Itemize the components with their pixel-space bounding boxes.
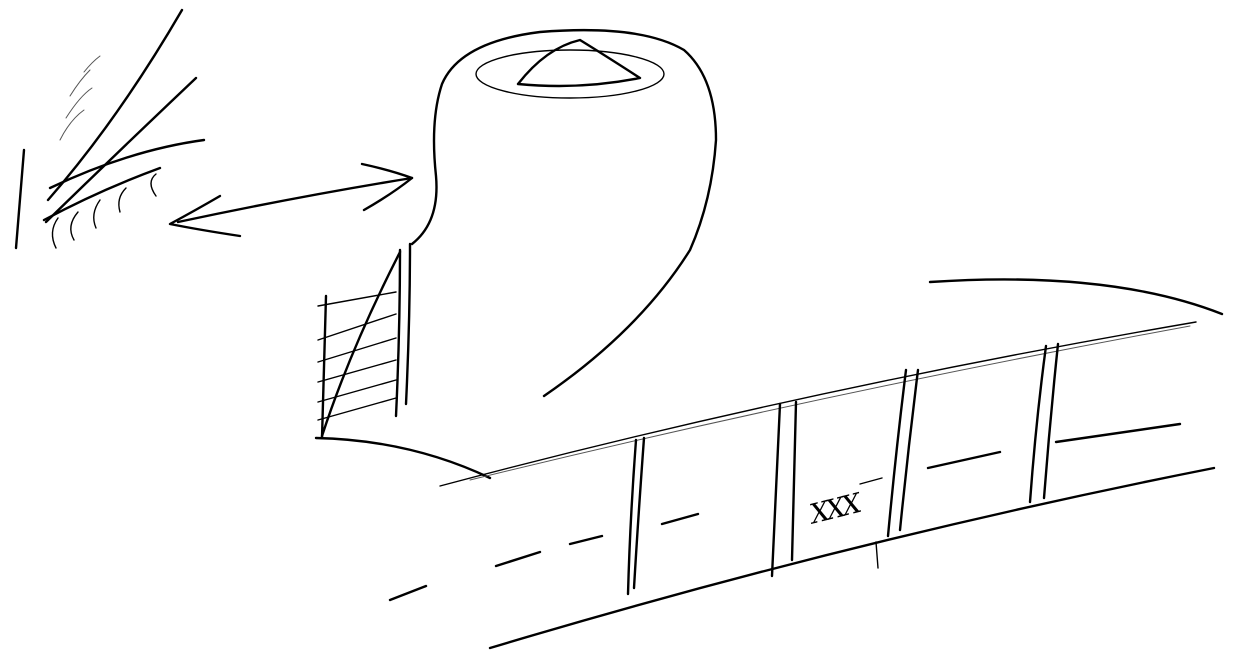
- platform-top-edge-faint: [470, 326, 1190, 480]
- emitter-vertical-line: [16, 150, 24, 248]
- ladder-rung: [318, 380, 396, 402]
- ladder-rung: [318, 314, 396, 340]
- emitter-arc: [119, 188, 126, 212]
- lane-dash: [662, 514, 698, 524]
- ladder-rail-outer: [406, 244, 410, 404]
- lane-dash: [390, 586, 426, 600]
- arrow-head-right: [362, 164, 412, 210]
- tower-cap: [518, 40, 640, 86]
- ladder-rung: [318, 398, 396, 420]
- emitter-arc: [151, 174, 156, 196]
- tower-structure: [412, 30, 716, 396]
- emitter-ray: [46, 78, 196, 222]
- ladder-rung: [318, 292, 396, 306]
- tower-base-curve: [316, 438, 490, 478]
- ladder: [316, 244, 490, 478]
- platform: [390, 279, 1222, 648]
- lane-dash: [570, 536, 602, 544]
- lane-dash: [860, 478, 882, 484]
- emitter-arc: [94, 200, 100, 228]
- platform-back-curve: [930, 279, 1222, 314]
- platform-divider: [792, 402, 796, 560]
- emitter-arc: [71, 212, 78, 240]
- platform-divider: [888, 370, 906, 536]
- platform-tick: [876, 542, 878, 568]
- platform-divider: [772, 404, 780, 576]
- double-arrow: [170, 164, 412, 236]
- lane-dash: [496, 552, 540, 566]
- lane-dash: [1056, 424, 1180, 442]
- ladder-rung: [318, 360, 396, 382]
- ladder-rail-right: [396, 250, 400, 416]
- emitter-ray: [44, 168, 160, 220]
- emitter-arc: [52, 218, 58, 248]
- lane-dash: [928, 452, 1000, 468]
- platform-divider: [1030, 346, 1046, 502]
- emitter-ray: [48, 10, 182, 200]
- platform-divider: [1044, 344, 1058, 498]
- ladder-rail-left: [322, 296, 326, 438]
- source-emitter: [16, 10, 204, 248]
- emitter-faint-marks: [60, 56, 100, 140]
